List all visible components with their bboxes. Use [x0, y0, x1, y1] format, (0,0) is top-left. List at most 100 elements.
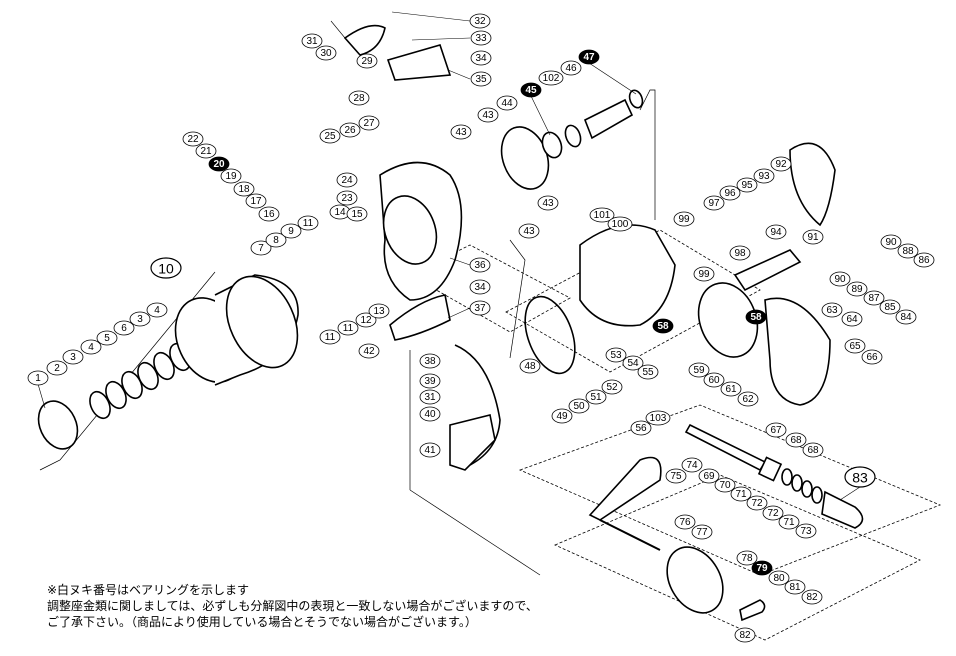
label-bubble	[62, 349, 84, 365]
shim	[801, 480, 813, 498]
part-label-59: 59	[688, 362, 710, 378]
part-number: 102	[543, 73, 560, 84]
label-bubble	[688, 362, 710, 378]
part-label-49: 49	[551, 408, 573, 424]
label-bubble	[736, 550, 758, 566]
part-number: 23	[341, 193, 353, 204]
label-bubble	[714, 477, 736, 493]
part-number: 89	[851, 284, 863, 295]
label-bubble	[768, 570, 790, 586]
part-number: 58	[657, 321, 669, 332]
shim	[791, 474, 803, 492]
part-number: 62	[742, 394, 754, 405]
label-bubble	[778, 514, 800, 530]
label-bubble	[829, 271, 851, 287]
part-number: 79	[756, 563, 768, 574]
part-number: 69	[703, 471, 715, 482]
part-number: 97	[708, 198, 720, 209]
part-label-47: 47	[578, 49, 600, 65]
part-number: 64	[846, 314, 858, 325]
rotor-face	[382, 195, 438, 265]
part-label-4: 4	[80, 339, 102, 355]
part-number: 47	[583, 52, 595, 63]
part-label-1: 1	[27, 370, 49, 386]
part-number: 34	[475, 53, 487, 64]
part-number: 15	[351, 209, 363, 220]
part-label-65: 65	[844, 338, 866, 354]
label-bubble	[734, 627, 756, 643]
label-bubble	[358, 115, 380, 131]
label-bubble	[419, 389, 441, 405]
part-label-8: 8	[265, 232, 287, 248]
part-number: 72	[751, 498, 763, 509]
label-bubble	[795, 523, 817, 539]
part-number: 8	[273, 235, 279, 246]
part-label-22: 22	[182, 131, 204, 147]
part-number: 94	[770, 227, 782, 238]
label-bubble	[519, 358, 541, 374]
part-label-77: 77	[691, 524, 713, 540]
part-label-63: 63	[821, 302, 843, 318]
part-label-46: 46	[560, 60, 582, 76]
part-number: 20	[213, 159, 225, 170]
part-label-11a: 11	[297, 215, 319, 231]
part-label-43d: 43	[518, 223, 540, 239]
notes: ※白ヌキ番号はベアリングを示します 調整座金類に関しましては、必ずしも分解図中の…	[47, 582, 538, 630]
part-number: 43	[523, 226, 535, 237]
part-label-15: 15	[346, 206, 368, 222]
part-label-48: 48	[519, 358, 541, 374]
part-number: 70	[719, 480, 731, 491]
part-label-31b: 31	[419, 389, 441, 405]
part-number: 80	[773, 573, 785, 584]
part-label-39: 39	[419, 373, 441, 389]
part-number: 29	[361, 56, 373, 67]
label-bubble	[470, 71, 492, 87]
label-bubble	[419, 442, 441, 458]
label-bubble	[703, 372, 725, 388]
part-number: 71	[735, 489, 747, 500]
note-bearing-legend: ※白ヌキ番号はベアリングを示します	[47, 583, 250, 597]
part-label-9: 9	[280, 223, 302, 239]
bearing-marker	[745, 309, 767, 325]
part-number: 38	[424, 356, 436, 367]
part-number: 4	[154, 305, 160, 316]
part-number: 12	[360, 315, 372, 326]
part-number: 66	[866, 352, 878, 363]
label-bubble	[346, 206, 368, 222]
part-number: 46	[565, 63, 577, 74]
part-label-67: 67	[765, 422, 787, 438]
part-label-90a: 90	[880, 234, 902, 250]
part-label-32: 32	[469, 13, 491, 29]
part-label-10: 10	[150, 257, 182, 279]
label-bubble	[605, 347, 627, 363]
part-number: 13	[373, 306, 385, 317]
part-number: 42	[363, 346, 375, 357]
label-bubble	[665, 468, 687, 484]
label-bubble	[419, 373, 441, 389]
label-bubble	[720, 381, 742, 397]
part-label-91: 91	[802, 229, 824, 245]
part-number: 71	[783, 517, 795, 528]
part-number: 60	[708, 375, 720, 386]
label-bubble	[27, 370, 49, 386]
part-label-55: 55	[637, 364, 659, 380]
part-label-72b: 72	[762, 505, 784, 521]
handle-knob	[666, 546, 724, 614]
handle-arm	[588, 456, 662, 521]
part-label-82b: 82	[734, 627, 756, 643]
label-bubble	[693, 266, 715, 282]
spool-rear	[225, 275, 299, 369]
part-label-88: 88	[897, 243, 919, 259]
label-bubble	[673, 211, 695, 227]
part-label-79: 79	[751, 560, 773, 576]
label-bubble	[450, 124, 472, 140]
part-label-53: 53	[605, 347, 627, 363]
part-number: 88	[902, 246, 914, 257]
part-label-13: 13	[368, 303, 390, 319]
part-label-73: 73	[795, 523, 817, 539]
label-bubble	[469, 279, 491, 295]
part-label-61: 61	[720, 381, 742, 397]
part-number: 26	[344, 125, 356, 136]
label-bubble	[195, 143, 217, 159]
label-bubble	[113, 320, 135, 336]
